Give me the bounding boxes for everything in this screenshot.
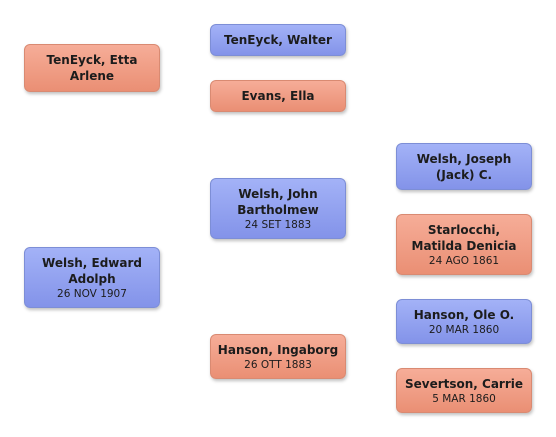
person-name: TenEyck, Etta Arlene [46, 53, 138, 83]
person-name: Welsh, Joseph (Jack) C. [416, 151, 512, 182]
person-ingaborg-hanson[interactable]: Hanson, Ingaborg 26 OTT 1883 [210, 334, 346, 379]
person-matilda-starlocchi[interactable]: Starlocchi, Matilda Denicia 24 AGO 1861 [396, 214, 532, 275]
person-birth-date: 24 SET 1883 [244, 218, 312, 231]
person-walter-teneyck[interactable]: TenEyck, Walter [210, 24, 346, 56]
person-name: Starlocchi, Matilda Denicia [411, 222, 517, 253]
person-birth-date: 26 NOV 1907 [57, 287, 127, 300]
person-ole-hanson[interactable]: Hanson, Ole O. 20 MAR 1860 [396, 299, 532, 344]
person-name: Hanson, Ingaborg [217, 342, 339, 357]
person-ella-evans[interactable]: Evans, Ella [210, 80, 346, 112]
person-birth-date: 5 MAR 1860 [432, 392, 496, 405]
person-name: TenEyck, Walter [224, 33, 332, 47]
person-john-welsh[interactable]: Welsh, John Bartholmew 24 SET 1883 [210, 178, 346, 239]
person-name: Welsh, John Bartholmew [237, 186, 319, 217]
person-birth-date: 20 MAR 1860 [428, 323, 500, 336]
person-joseph-welsh[interactable]: Welsh, Joseph (Jack) C. [396, 143, 532, 190]
person-name: Severtson, Carrie [404, 376, 524, 391]
person-birth-date: 24 AGO 1861 [428, 254, 500, 267]
person-name: Hanson, Ole O. [413, 307, 515, 322]
person-edward-welsh[interactable]: Welsh, Edward Adolph 26 NOV 1907 [24, 247, 160, 308]
person-etta-teneyck[interactable]: TenEyck, Etta Arlene [24, 44, 160, 92]
person-name: Evans, Ella [241, 89, 315, 103]
person-name: Welsh, Edward Adolph [42, 255, 142, 286]
person-carrie-severtson[interactable]: Severtson, Carrie 5 MAR 1860 [396, 368, 532, 413]
person-birth-date: 26 OTT 1883 [244, 358, 312, 371]
